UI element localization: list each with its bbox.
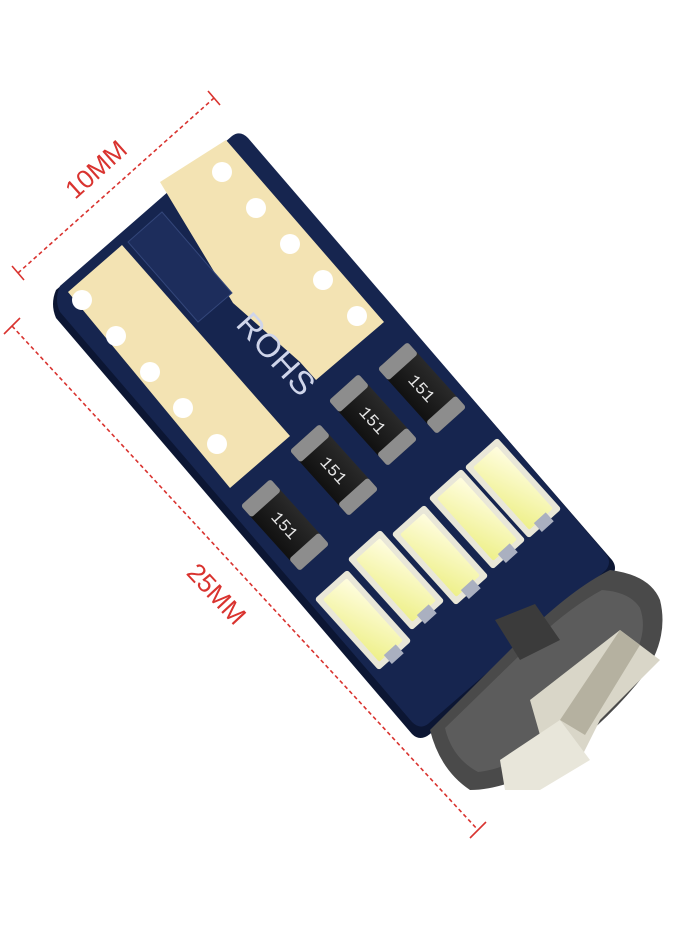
resistor: 151 xyxy=(241,480,329,570)
resistor: 151 xyxy=(378,343,466,433)
resistor: 151 xyxy=(290,425,378,515)
length-dimension-label: 25MM xyxy=(181,557,252,630)
width-dimension-label: 10MM xyxy=(59,134,133,205)
pad-hole xyxy=(72,290,92,310)
led-chip xyxy=(465,438,561,538)
pad-hole xyxy=(280,234,300,254)
led-chips xyxy=(315,438,561,670)
width-dimension-line xyxy=(17,97,215,274)
pad-hole xyxy=(313,270,333,290)
led-chip xyxy=(315,570,411,670)
led-chip xyxy=(429,469,525,569)
pad-hole xyxy=(212,162,232,182)
pad-hole xyxy=(207,434,227,454)
left-gold-pad xyxy=(68,245,290,488)
right-pad-holes xyxy=(212,162,367,326)
length-dimension-tick-end xyxy=(469,821,487,839)
wire-lead xyxy=(500,720,590,790)
base-collar-highlight xyxy=(445,590,643,772)
pad-hole xyxy=(246,198,266,218)
wire-lead-shadow xyxy=(560,630,640,735)
led-pcb-board: ROHS 151 151 151 151 xyxy=(53,133,615,738)
right-gold-pad xyxy=(160,140,384,380)
bulb-wedge-base xyxy=(430,570,663,790)
socket-wedge xyxy=(495,604,560,660)
resistor: 151 xyxy=(329,375,417,465)
width-dimension-tick-end xyxy=(207,90,221,106)
pad-hole xyxy=(173,398,193,418)
pad-hole xyxy=(106,326,126,346)
width-dimension-tick-start xyxy=(11,265,25,281)
pad-hole xyxy=(140,362,160,382)
led-chip xyxy=(392,505,488,605)
marking-box xyxy=(127,211,233,323)
length-dimension-tick-start xyxy=(3,317,21,335)
pad-hole xyxy=(347,306,367,326)
led-chip xyxy=(348,530,444,630)
left-pad-holes xyxy=(72,290,227,454)
length-dimension-line xyxy=(11,325,479,831)
